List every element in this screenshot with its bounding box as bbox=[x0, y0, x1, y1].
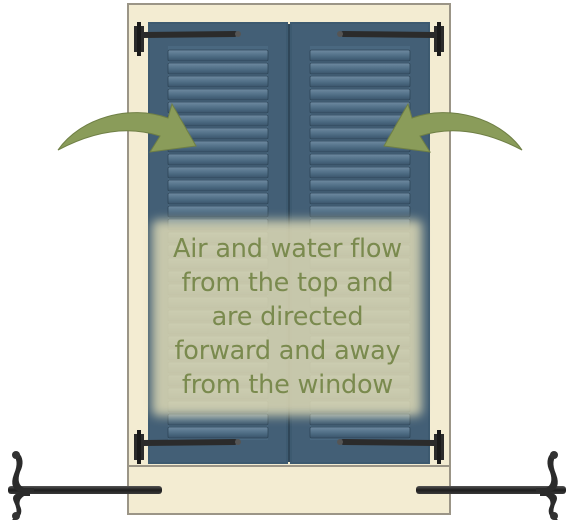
air-flow-arrow-right-icon bbox=[383, 102, 523, 153]
louver-slat bbox=[167, 166, 269, 179]
louver-slat bbox=[309, 179, 411, 192]
louver-slat bbox=[309, 88, 411, 101]
caption-text: Air and water flow from the top and are … bbox=[155, 222, 420, 412]
louver-slat bbox=[167, 179, 269, 192]
louver-slat bbox=[309, 75, 411, 88]
louver-slat bbox=[167, 205, 269, 218]
strap-hinge-icon bbox=[337, 430, 444, 464]
louver-slat bbox=[167, 62, 269, 75]
shutter-dog-icon bbox=[416, 451, 566, 520]
louver-slat bbox=[167, 75, 269, 88]
louver-slat bbox=[309, 114, 411, 127]
louver-slat bbox=[167, 88, 269, 101]
air-flow-arrow-left-icon bbox=[57, 102, 197, 153]
strap-hinge-icon bbox=[134, 430, 241, 464]
louver-slat bbox=[167, 101, 269, 114]
strap-hinge-icon bbox=[134, 22, 241, 56]
louver-slat bbox=[309, 426, 411, 439]
louver-slat bbox=[309, 205, 411, 218]
caption-line: Air and water flow bbox=[173, 234, 402, 264]
louver-slat bbox=[309, 101, 411, 114]
louver-slat bbox=[309, 62, 411, 75]
strap-hinge-icon bbox=[337, 22, 444, 56]
window-sill bbox=[127, 465, 451, 515]
caption-line: from the window bbox=[181, 370, 394, 400]
louver-slat bbox=[167, 49, 269, 62]
shutter-dog-icon bbox=[8, 451, 162, 520]
louver-slat bbox=[309, 153, 411, 166]
louver-slat bbox=[167, 153, 269, 166]
louver-slat bbox=[309, 49, 411, 62]
caption-panel bbox=[152, 220, 422, 416]
louver-slat bbox=[309, 166, 411, 179]
caption-line: from the top and bbox=[181, 268, 394, 298]
caption-line: forward and away bbox=[174, 336, 401, 366]
louver-slat bbox=[309, 192, 411, 205]
caption-line: are directed bbox=[211, 302, 364, 332]
louver-slat bbox=[167, 426, 269, 439]
louver-slat bbox=[167, 192, 269, 205]
